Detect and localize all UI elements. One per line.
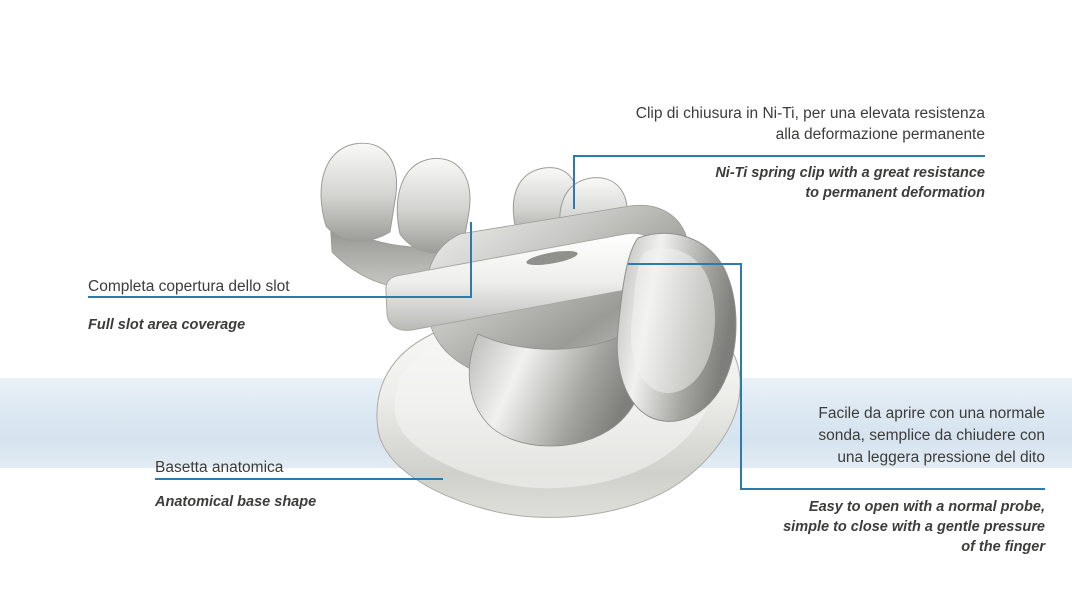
callout-anatomical-base-line-horizontal: [155, 478, 443, 480]
callout-slot-coverage-label-it: Completa copertura dello slot: [88, 278, 290, 295]
bracket-right-wing-highlight: [630, 247, 715, 394]
callout-easy-open-line-bottom: [740, 488, 1045, 490]
callout-anatomical-base-label-it: Basetta anatomica: [155, 459, 284, 476]
callout-anatomical-base-label-en: Anatomical base shape: [155, 494, 317, 510]
callout-niti-clip-line-vertical: [573, 155, 575, 209]
bracket-render: [320, 142, 741, 518]
bracket-left-prong-2: [396, 158, 471, 254]
bracket-slot-detail: [526, 250, 578, 266]
callout-easy-open-line-top: [628, 263, 742, 265]
callout-slot-coverage-label-en: Full slot area coverage: [88, 317, 246, 333]
callout-easy-open-line-vertical: [740, 263, 742, 490]
callout-slot-coverage-line-horizontal: [88, 296, 472, 298]
bracket-lower-wings: [468, 329, 643, 447]
callout-easy-open-label-en: Easy to open with a normal probe, simple…: [783, 499, 1045, 555]
callout-niti-clip-label-it: Clip di chiusura in Ni-Ti, per una eleva…: [635, 105, 985, 143]
callout-niti-clip-label-en: Ni-Ti spring clip with a great resistanc…: [715, 165, 985, 201]
bracket-left-prong-1: [320, 142, 398, 242]
bracket-illustration: [300, 134, 750, 529]
callout-slot-coverage-line-vertical: [470, 222, 472, 298]
callout-niti-clip-line-horizontal: [573, 155, 985, 157]
callout-easy-open-label-it: Facile da aprire con una normale sonda, …: [818, 405, 1045, 466]
